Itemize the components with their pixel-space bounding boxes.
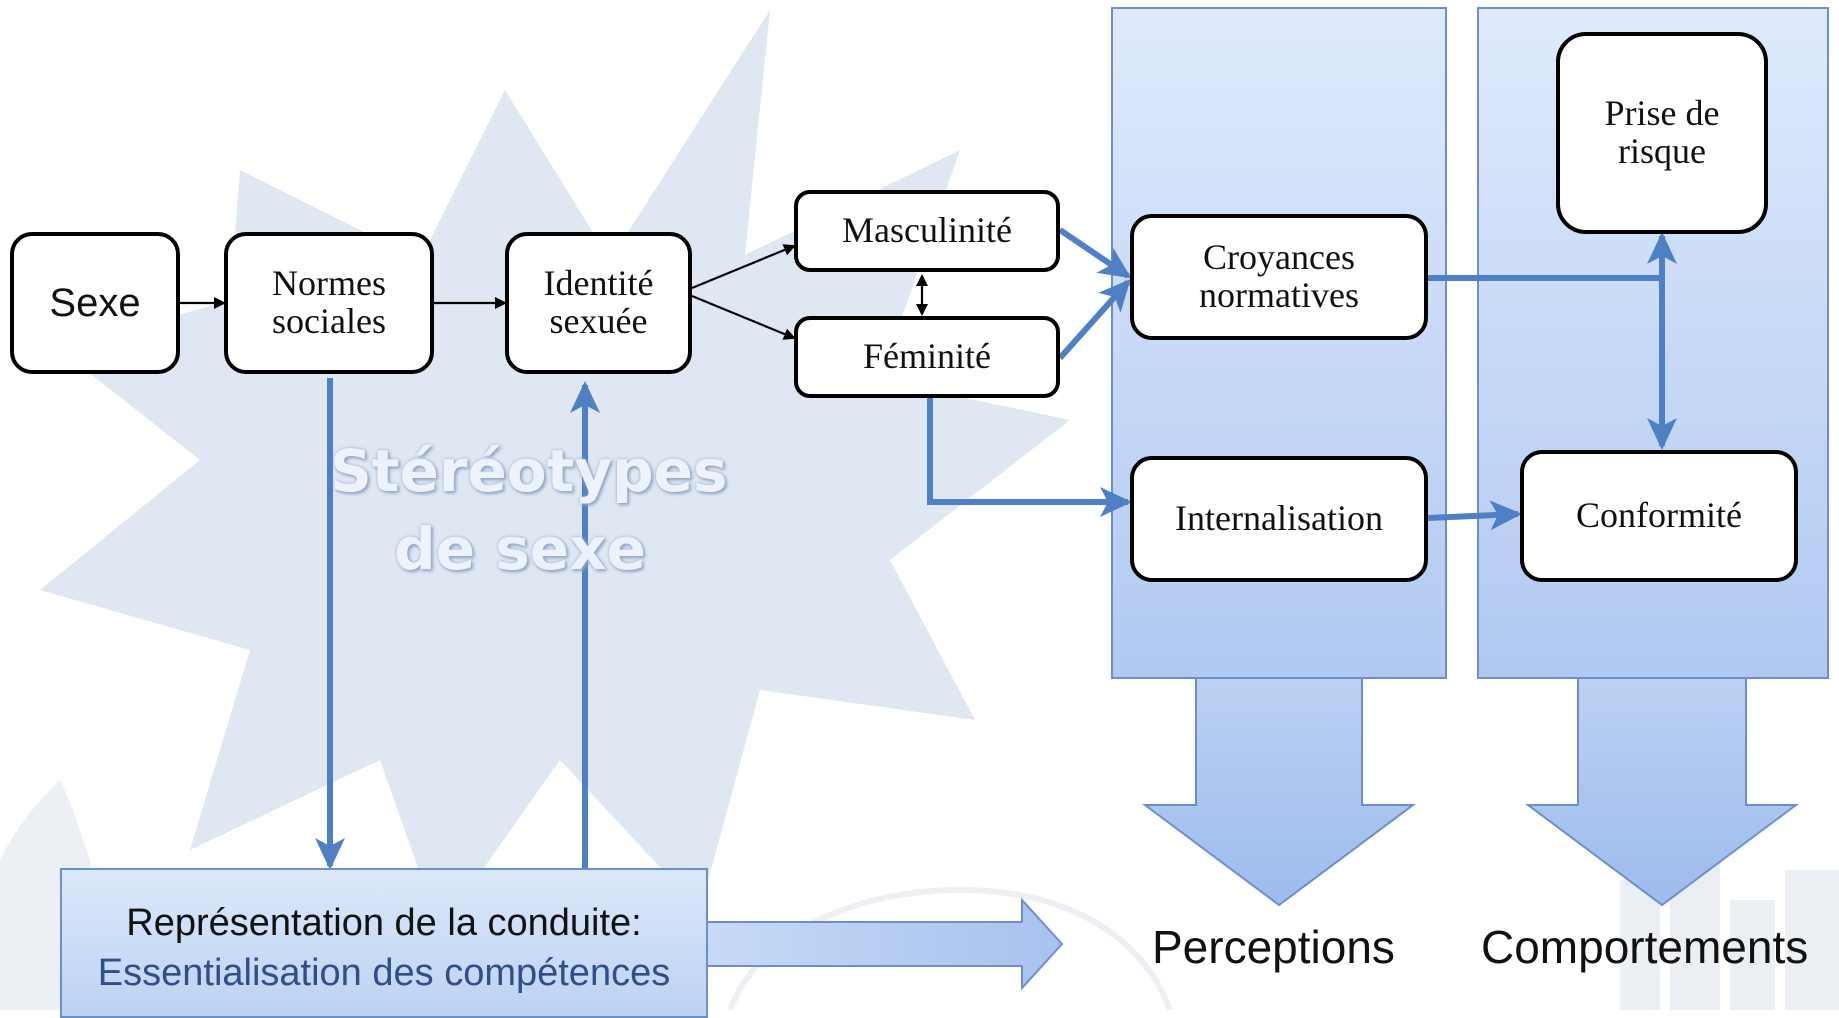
node-masculinite: Masculinité — [794, 190, 1060, 272]
representation-line1: Représentation de la conduite: — [126, 902, 642, 944]
node-normes-sociales: Normes sociales — [224, 232, 434, 374]
perceptions-label: Perceptions — [1152, 921, 1395, 973]
thin-connectors — [180, 244, 928, 340]
stereotypes-label: Stéréotypes de sexe — [330, 432, 728, 589]
representation-line2: Essentialisation des compétences — [97, 952, 671, 995]
stereotypes-line2: de sexe — [394, 515, 646, 584]
node-internalisation: Internalisation — [1130, 456, 1428, 582]
representation-arrow — [705, 897, 1064, 991]
node-conformite: Conformité — [1520, 450, 1798, 582]
comportements-label: Comportements — [1481, 921, 1809, 973]
stereotypes-line1: Stéréotypes — [330, 437, 728, 505]
blue-connectors — [315, 227, 1677, 870]
representation-box: Représentation de la conduite: Essential… — [60, 868, 708, 1018]
node-croyances-normatives: Croyances normatives — [1130, 214, 1428, 340]
node-identite-sexuee: Identité sexuée — [505, 232, 692, 374]
node-feminite: Féminité — [794, 316, 1060, 398]
background-decoration — [0, 780, 1839, 1010]
node-prise-de-risque: Prise de risque — [1556, 32, 1768, 234]
node-sexe: Sexe — [10, 232, 180, 374]
